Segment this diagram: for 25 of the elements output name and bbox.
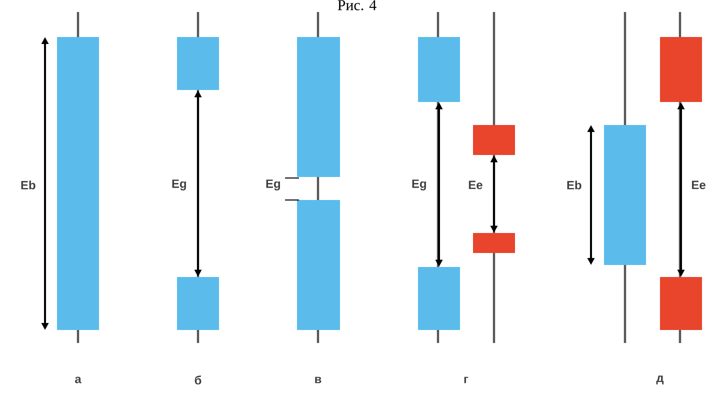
edge-label: Ee — [692, 180, 706, 190]
energy-band-bar — [418, 267, 460, 330]
panel-letter: б — [194, 376, 202, 384]
energy-label: Eg — [266, 180, 280, 190]
energy-band-bar — [660, 37, 702, 102]
energy-band-bar — [297, 37, 340, 177]
panel-letter: д — [656, 376, 664, 384]
energy-band-bar — [177, 37, 219, 90]
energy-band-bar — [604, 125, 646, 265]
energy-band-bar — [473, 232, 515, 253]
energy-band-bar — [473, 125, 515, 155]
panel-letter: в — [315, 376, 322, 384]
panel-letter: а — [75, 376, 82, 384]
panel-letter: г — [464, 376, 468, 384]
edge-label: Eg — [412, 180, 426, 190]
energy-label: Eb — [567, 180, 582, 190]
energy-band-bar — [297, 200, 340, 330]
energy-band-bar — [660, 276, 702, 330]
edge-label: Eg — [172, 180, 186, 190]
energy-band-bar — [57, 37, 99, 330]
energy-label: Eb — [21, 180, 36, 190]
figure-title: Рис. 4 — [338, 0, 376, 10]
energy-band-bar — [177, 276, 219, 330]
edge-label: Ee — [468, 180, 482, 190]
energy-band-bar — [418, 37, 460, 102]
